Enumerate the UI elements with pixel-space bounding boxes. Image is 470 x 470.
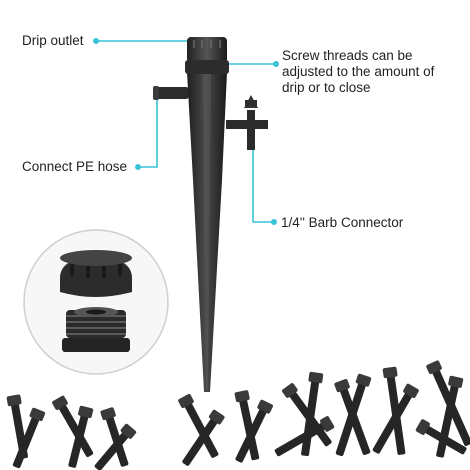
inset-detail [23,229,169,375]
label-screw-line-1: Screw threads can be [282,48,413,63]
label-screw-line-2: adjusted to the amount of [282,64,435,79]
drip-stake [153,37,268,392]
label-barb-connector: 1/4'' Barb Connector [281,215,404,230]
label-screw-line-3: drip or to close [282,80,371,95]
stake-pile [6,360,470,470]
label-pe-hose: Connect PE hose [22,159,128,174]
leader-pe-hose [138,97,170,168]
leader-lines [93,37,279,226]
label-screw-threads: Screw threads can be adjusted to the amo… [282,48,470,96]
label-drip-outlet: Drip outlet [22,33,84,48]
leader-barb [252,150,274,223]
